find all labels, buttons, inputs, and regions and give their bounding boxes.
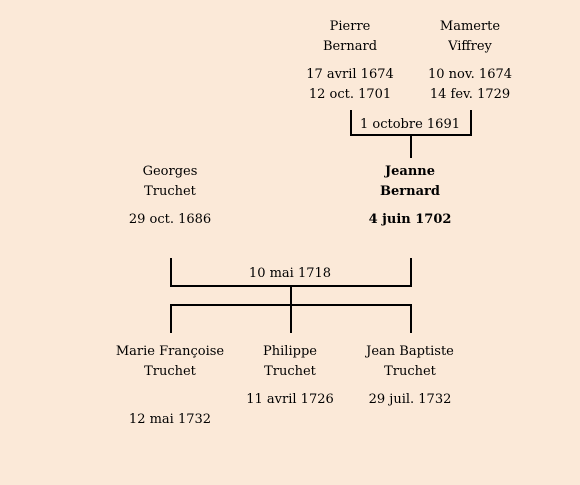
wife-birth-date: 4 juin 1702	[368, 212, 452, 227]
mother-last-name: Viffrey	[448, 39, 492, 54]
child-2-first-name: Philippe	[263, 344, 317, 359]
husband-last-name: Truchet	[144, 184, 196, 199]
couple-marriage-date: 10 mai 1718	[248, 266, 332, 281]
child-3-first-name: Jean Baptiste	[366, 344, 454, 359]
father-birth-date: 17 avril 1674	[306, 67, 394, 82]
father-last-name: Bernard	[322, 39, 378, 54]
father-first-name: Pierre	[329, 19, 371, 34]
wife-last-name: Bernard	[380, 184, 440, 199]
child-3-date: 29 juil. 1732	[368, 392, 452, 407]
mother-death-date: 14 fev. 1729	[429, 87, 511, 102]
father-death-date: 12 oct. 1701	[308, 87, 392, 102]
child-3-last-name: Truchet	[384, 364, 436, 379]
child-1-first-name: Marie Françoise	[115, 344, 225, 359]
mother-birth-date: 10 nov. 1674	[427, 67, 513, 82]
husband-birth-date: 29 oct. 1686	[128, 212, 212, 227]
husband-first-name: Georges	[142, 164, 198, 179]
child-2-date: 11 avril 1726	[246, 392, 334, 407]
mother-first-name: Mamerte	[439, 19, 501, 34]
child-2-last-name: Truchet	[264, 364, 316, 379]
child-1-date: 12 mai 1732	[128, 412, 212, 427]
child-1-last-name: Truchet	[144, 364, 196, 379]
parents-marriage-date: 1 octobre 1691	[359, 117, 461, 132]
wife-first-name: Jeanne	[384, 164, 436, 179]
